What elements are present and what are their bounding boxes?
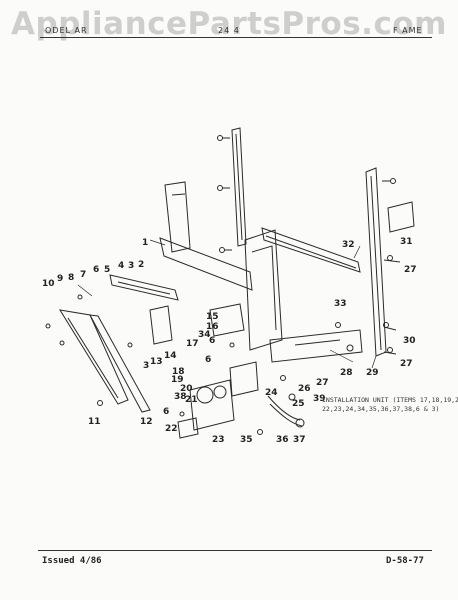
bracket-22	[177, 417, 199, 439]
callout-12: 12	[140, 417, 153, 427]
header-section-title: F AME	[393, 26, 423, 35]
callout-6a: 6	[209, 336, 215, 346]
header-model-number: 24 4	[218, 26, 240, 35]
callout-29: 29	[366, 368, 379, 378]
issued-date: Issued 4/86	[42, 556, 102, 566]
watermark: AppliancePartsPros.com	[11, 6, 447, 42]
installation-note-line-1: INSTALLATION UNIT (ITEMS 17,18,19,20,21	[322, 396, 458, 404]
callout-7: 7	[80, 270, 86, 280]
bar-12	[89, 314, 151, 413]
control-block-16	[149, 303, 245, 345]
control-bar-upper	[109, 274, 179, 301]
callout-37: 37	[293, 435, 306, 445]
callout-34: 34	[198, 330, 211, 340]
fasteners	[45, 135, 401, 435]
callout-14: 14	[164, 351, 177, 361]
callout-39: 39	[313, 394, 326, 404]
callout-8: 8	[68, 273, 74, 283]
callout-38: 38	[174, 392, 187, 402]
top-frame-bracket	[164, 181, 191, 253]
callout-5: 5	[104, 265, 110, 275]
callout-10: 10	[42, 279, 55, 289]
callout-30: 30	[403, 336, 416, 346]
callout-23: 23	[212, 435, 225, 445]
crossbar-32	[261, 227, 361, 273]
callout-28: 28	[340, 368, 353, 378]
callout-3b: 3	[143, 361, 149, 371]
valve-assembly	[189, 361, 259, 431]
callout-6b: 6	[205, 355, 211, 365]
callout-4: 4	[118, 261, 124, 271]
callout-22: 22	[165, 424, 178, 434]
header-rule	[40, 37, 432, 38]
callout-25: 25	[292, 399, 305, 409]
callout-labels: 1 2 3 4 5 6 7 8 9 10 11 12 13 14 15 16 1…	[42, 237, 417, 445]
callout-36: 36	[276, 435, 289, 445]
base-plate-28	[269, 329, 363, 363]
callout-3: 3	[128, 261, 134, 271]
footer-rule	[38, 550, 432, 551]
angled-brace-12	[58, 309, 129, 405]
callout-20: 20	[180, 384, 193, 394]
callout-9: 9	[57, 274, 63, 284]
callout-33: 33	[334, 299, 347, 309]
callout-6: 6	[93, 265, 99, 275]
vertical-rail-left	[231, 127, 247, 247]
callout-27c: 27	[316, 378, 329, 388]
page-code: D-58-77	[386, 556, 424, 566]
header-model-label: ODEL AR	[45, 26, 88, 35]
callout-26: 26	[298, 384, 311, 394]
callout-13: 13	[150, 357, 163, 367]
callout-6c: 6	[163, 407, 169, 417]
callout-24: 24	[265, 388, 278, 398]
callout-16: 16	[206, 322, 219, 332]
callout-19: 19	[171, 375, 184, 385]
callout-17: 17	[186, 339, 199, 349]
callout-35: 35	[240, 435, 253, 445]
installation-note-line-2: 22,23,24,34,35,36,37,38,6 & 3)	[322, 405, 439, 413]
callout-32: 32	[342, 240, 355, 250]
main-frame	[159, 229, 283, 351]
callout-18: 18	[172, 367, 185, 377]
callout-21: 21	[185, 395, 198, 405]
wire-connector-37	[267, 395, 305, 428]
callout-27a: 27	[404, 265, 417, 275]
callout-1: 1	[142, 238, 148, 248]
leader-lines	[77, 239, 377, 369]
callout-15: 15	[206, 312, 219, 322]
callout-11: 11	[88, 417, 101, 427]
vertical-rail-right	[365, 167, 387, 357]
callout-27b: 27	[400, 359, 413, 369]
callout-2: 2	[138, 260, 144, 270]
bracket-31	[387, 201, 415, 233]
callout-31: 31	[400, 237, 413, 247]
